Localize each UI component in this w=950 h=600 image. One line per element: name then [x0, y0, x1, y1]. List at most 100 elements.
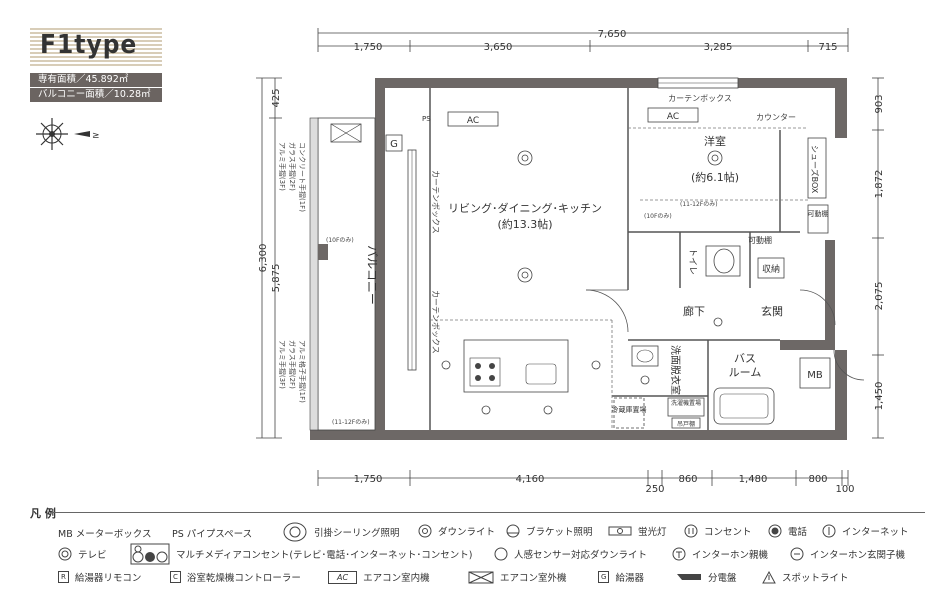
distribution-board-icon [677, 574, 701, 580]
legend-ps: PS パイプスペース [172, 529, 253, 540]
dim-bottom-7: 100 [835, 484, 854, 495]
room-western: 洋室 [704, 134, 726, 148]
movable-shelf: 可動棚 [748, 235, 772, 245]
dim-bottom-2: 4,160 [516, 474, 545, 485]
outlet-icon [684, 524, 698, 538]
dim-bottom-5: 1,480 [739, 474, 768, 485]
intercom-main-icon [672, 547, 686, 561]
room-toilet: トイレ [687, 248, 697, 275]
compass-icon: ≥ [36, 118, 100, 150]
legend-ceiling-light: 引掛シーリング照明 [282, 521, 400, 543]
room-western-size: (約6.1帖) [691, 170, 739, 184]
phone-icon [768, 524, 782, 538]
dim-bottom-1: 1,750 [354, 474, 383, 485]
floor-plan: 7,650 1,750 3,650 3,285 715 6,300 5,875 … [256, 28, 885, 495]
dim-top-total: 7,650 [598, 29, 627, 40]
note-10f-balcony: (10Fのみ) [326, 237, 354, 244]
legend-heater-remote: R 給湯器リモコン [58, 570, 141, 584]
dim-bottom-6: 800 [808, 474, 827, 485]
ac-outdoor-icon [468, 571, 494, 583]
legend-spotlight: スポットライト [762, 570, 849, 584]
storage-label: 収納 [762, 263, 780, 275]
legend-intercom-entrance: インターホン玄関子機 [790, 547, 905, 561]
curtain-box-top: カーテンボックス [668, 94, 732, 103]
legend-tv: テレビ [58, 547, 107, 561]
rail-alum-lattice: アルミ格子手摺(1F) [298, 340, 307, 403]
movable-shelf-right: 可動棚 [808, 209, 829, 218]
legend-internet: インターネット [822, 524, 909, 538]
ac-living: AC [467, 116, 479, 126]
title-stripes [30, 28, 162, 66]
dim-bottom-3: 250 [645, 484, 664, 495]
room-bath: バス [734, 352, 756, 365]
rail-alum-3: アルミ手摺(3F) [278, 340, 287, 389]
legend-mb: MB メーターボックス [58, 529, 152, 540]
legend-phone: 電話 [768, 524, 807, 538]
ps-living: PS [422, 115, 431, 123]
legend-title: 凡 例 [30, 507, 56, 520]
legend-downlight: ダウンライト [418, 524, 495, 538]
dim-top-1: 1,750 [354, 42, 383, 53]
ceiling-light-icon [283, 522, 307, 542]
balcony-area: バルコニー面積／10.28㎡ [30, 88, 162, 102]
counter-label: カウンター [756, 113, 796, 122]
room-washroom: 洗面脱衣室 [669, 345, 682, 395]
mb-box: MB [807, 370, 823, 381]
dim-left-top: 425 [271, 88, 282, 107]
water-heater-remote-icon: R [58, 571, 69, 583]
svg-text:≥: ≥ [92, 131, 100, 141]
tv-icon [58, 547, 72, 561]
room-corridor: 廊下 [683, 304, 705, 318]
legend-water-heater: G 給湯器 [598, 570, 644, 584]
dim-right-2: 1,872 [874, 170, 885, 199]
bracket-light-icon [506, 524, 520, 538]
rail-alum: アルミ手摺(3F) [278, 142, 287, 191]
spotlight-icon [762, 570, 776, 583]
ac-western: AC [667, 112, 679, 122]
hanging-cupboard: 吊戸棚 [677, 420, 695, 428]
ac-indoor-icon: AC [328, 570, 358, 584]
exclusive-area: 専有面積／45.892㎡ [30, 73, 162, 87]
intercom-entrance-icon [790, 547, 804, 561]
room-living-size: (約13.3帖) [497, 217, 552, 231]
room-living: リビング･ダイニング･キッチン [448, 201, 602, 215]
room-balcony: バルコニー [365, 245, 379, 305]
bath-dryer-controller-icon: C [170, 571, 181, 583]
legend-ac-outdoor: エアコン室外機 [468, 570, 567, 584]
legend-distribution-board: 分電盤 [676, 570, 737, 584]
rail-concrete: コンクリート手摺(1F) [298, 142, 307, 212]
rail-glass-2: ガラス手摺(2F) [288, 340, 297, 389]
legend-divider [50, 512, 925, 513]
water-heater-icon: G [598, 571, 610, 583]
sensor-downlight-icon [494, 547, 508, 561]
dim-right-1: 903 [874, 94, 885, 113]
internet-icon [822, 524, 836, 538]
dim-top-3: 3,285 [704, 42, 733, 53]
curtain-box-1: カーテンボックス [431, 170, 440, 234]
note-11-12f-room: (11-12Fのみ) [680, 201, 718, 208]
legend-intercom-main: インターホン親機 [672, 547, 768, 561]
room-entrance: 玄関 [761, 304, 783, 318]
multimedia-outlet-icon [130, 543, 170, 565]
dim-bottom-4: 860 [678, 474, 697, 485]
fluorescent-icon [608, 526, 632, 536]
downlight-icon [418, 524, 432, 538]
legend-outlet: コンセント [684, 524, 752, 538]
curtain-box-2: カーテンボックス [431, 290, 440, 354]
washer-label: 洗濯機置場 [671, 399, 701, 407]
legend-ac-indoor: AC エアコン室内機 [328, 570, 430, 584]
dim-top-2: 3,650 [484, 42, 513, 53]
note-10f-room: (10Fのみ) [644, 213, 672, 220]
dim-top-4: 715 [818, 42, 837, 53]
room-bath-2: ルーム [729, 366, 762, 379]
rail-glass: ガラス手摺(2F) [288, 142, 297, 191]
type-title: F1type [40, 30, 138, 60]
dim-left-inner: 5,875 [271, 264, 282, 293]
dim-left-outer: 6,300 [258, 244, 269, 273]
fridge-space: 冷蔵庫置場 [612, 405, 647, 414]
legend-sensor-downlight: 人感センサー対応ダウンライト [494, 547, 647, 561]
legend-bath-dryer: C 浴室乾燥機コントローラー [170, 570, 301, 584]
dim-right-4: 1,450 [874, 382, 885, 411]
note-11-12f-balcony: (11-12Fのみ) [332, 419, 370, 426]
water-heater-g: G [390, 139, 398, 150]
